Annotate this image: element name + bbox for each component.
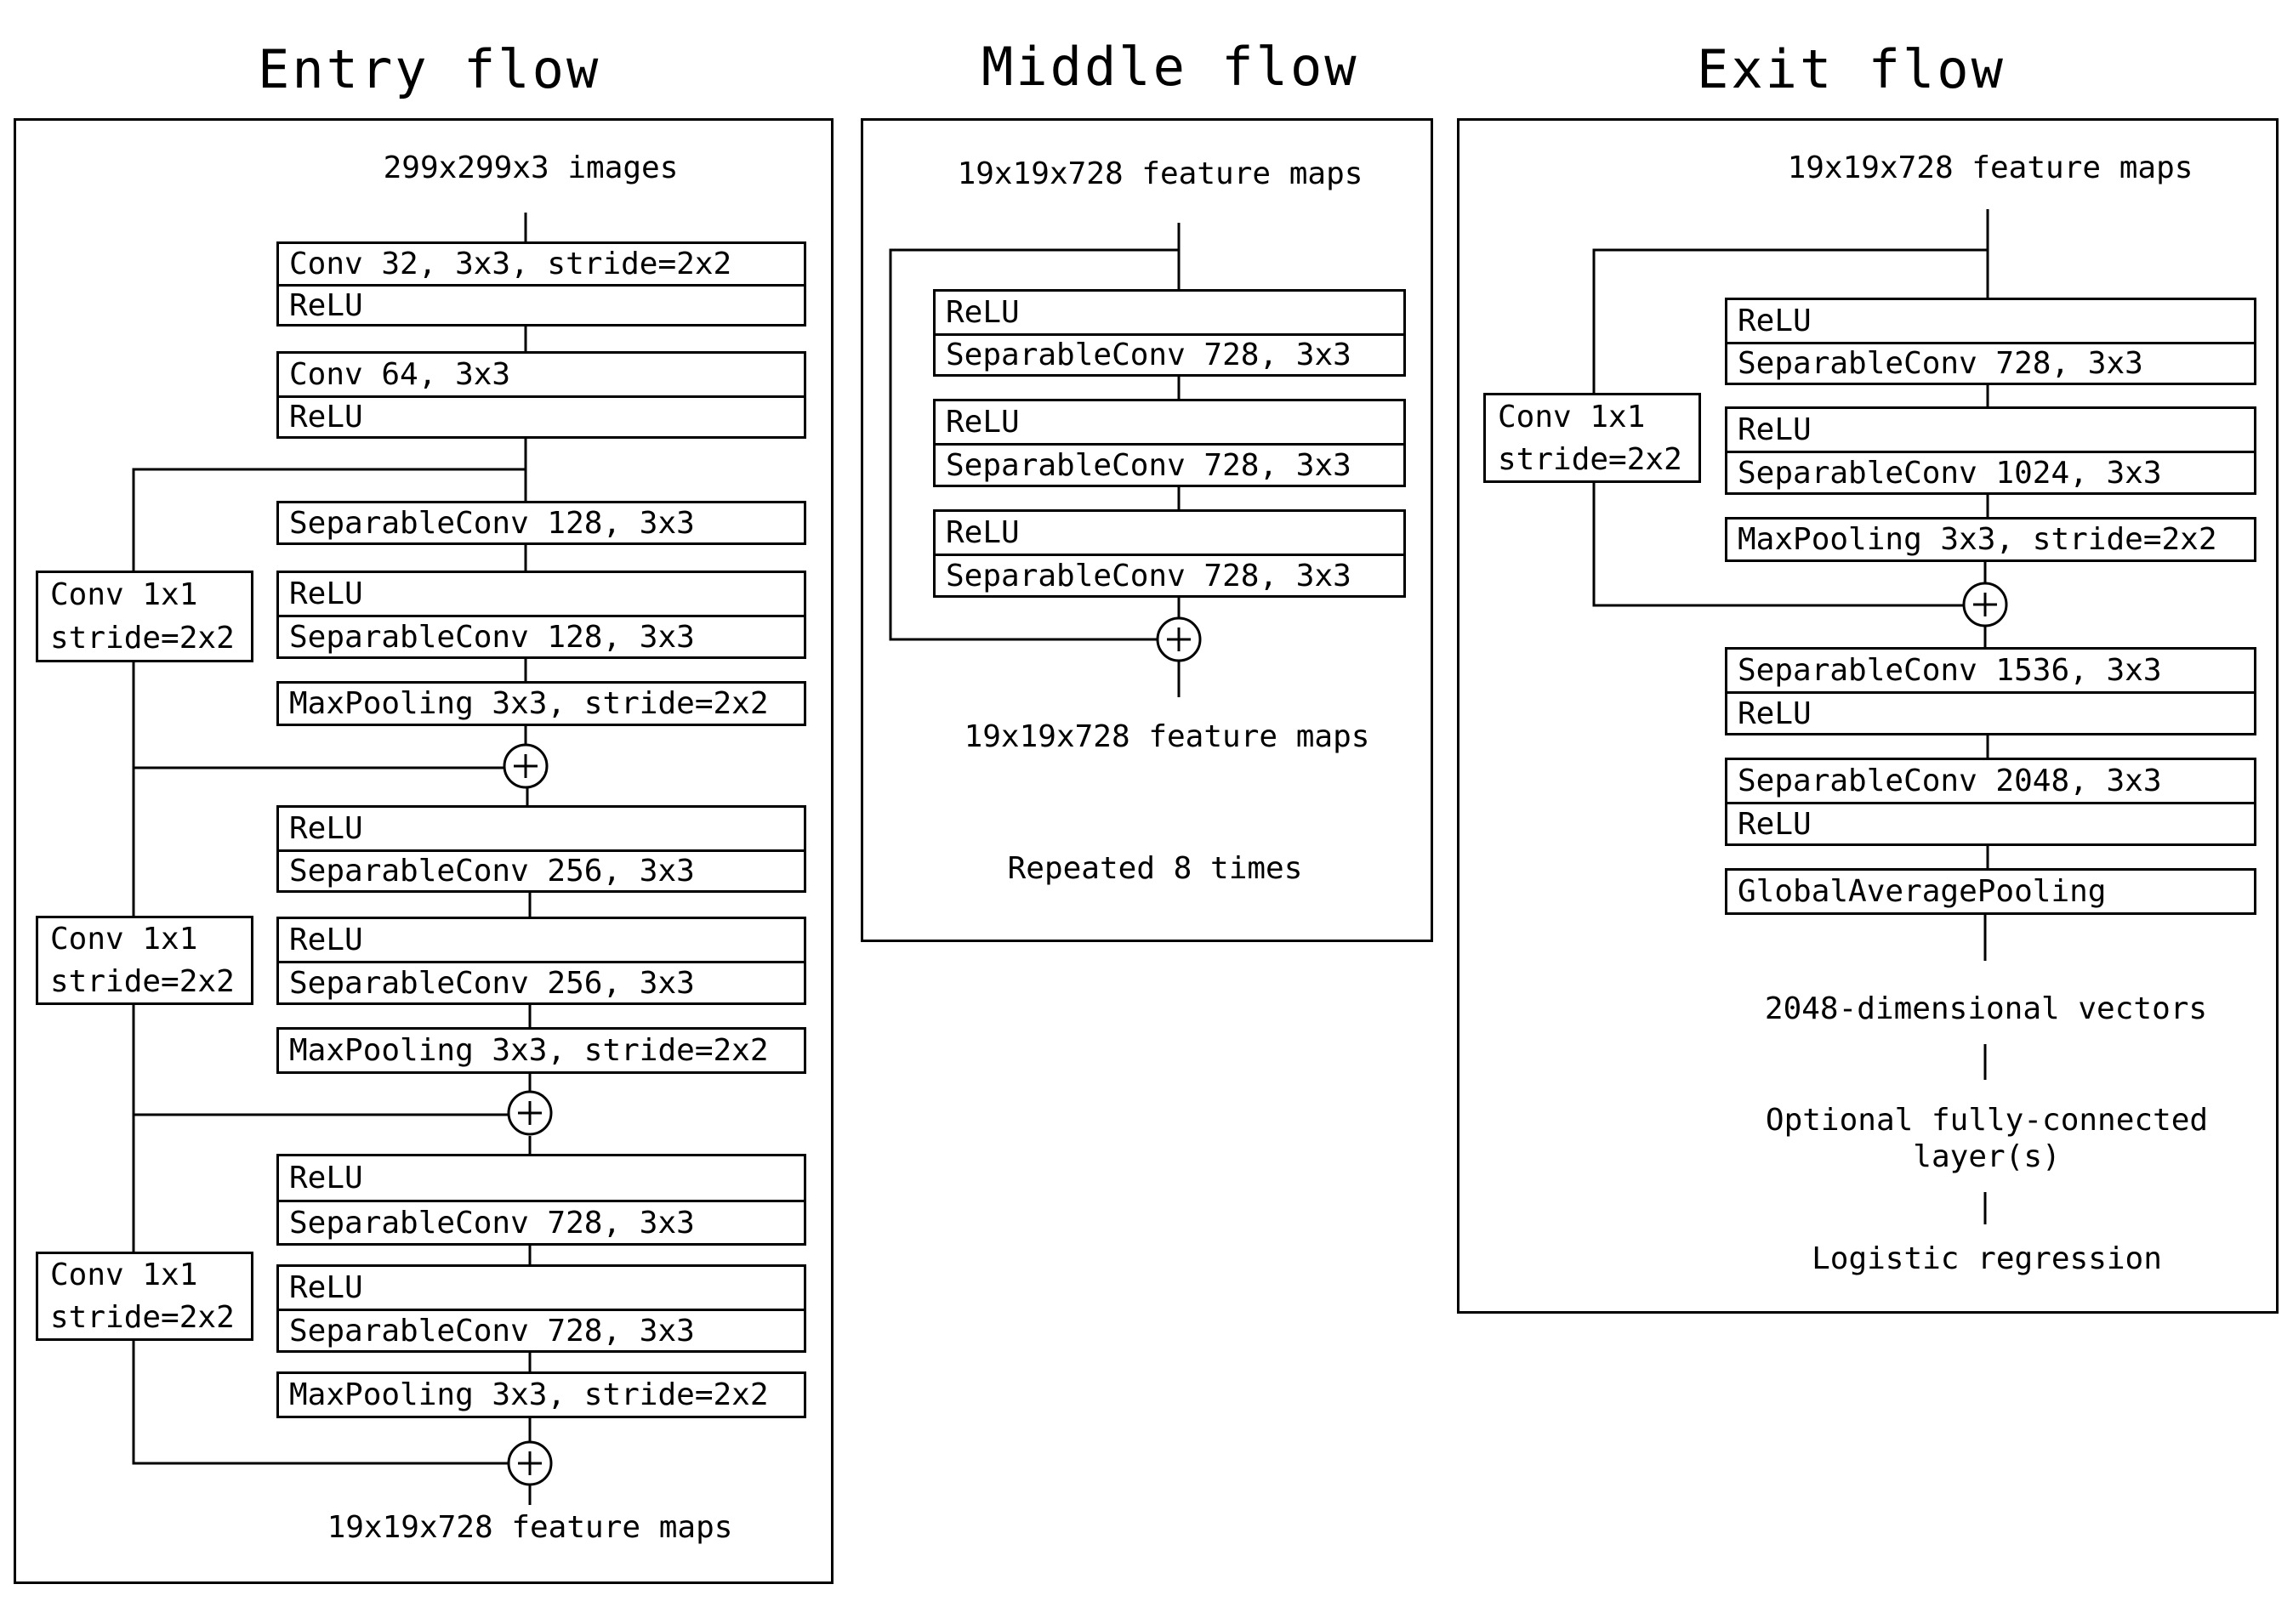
entry-relu-sepconv728-block-2: ReLU SeparableConv 728, 3x3	[276, 1264, 806, 1353]
block-label: Conv 64, 3x3	[289, 356, 511, 392]
block-label: MaxPooling 3x3, stride=2x2	[289, 1377, 769, 1412]
block-label: Conv 1x1	[50, 1258, 198, 1293]
exit-vectors-label: 2048-dimensional vectors	[1764, 991, 2208, 1026]
block-label: SeparableConv 728, 3x3	[279, 1200, 804, 1243]
block-label: Conv 1x1	[50, 577, 198, 612]
block-label: ReLU	[1727, 691, 2254, 733]
middle-input-label: 19x19x728 feature maps	[957, 156, 1363, 191]
block-label: Conv 32, 3x3, stride=2x2	[289, 247, 732, 281]
exit-relu-sepconv728-block: ReLU SeparableConv 728, 3x3	[1725, 298, 2256, 385]
entry-maxpool-block-1: MaxPooling 3x3, stride=2x2	[276, 681, 806, 726]
block-label: stride=2x2	[1498, 441, 1682, 477]
entry-maxpool-block-3: MaxPooling 3x3, stride=2x2	[276, 1371, 806, 1418]
exit-fc-label-line1: Optional fully-connected	[1765, 1103, 2209, 1138]
middle-relu-sepconv728-block-2: ReLU SeparableConv 728, 3x3	[933, 399, 1406, 487]
block-label: ReLU	[279, 395, 804, 437]
block-label: ReLU	[289, 1270, 363, 1305]
block-label: ReLU	[946, 405, 1020, 440]
block-label: ReLU	[289, 923, 363, 957]
exit-flow-title: Exit flow	[1697, 38, 2006, 100]
block-label: SeparableConv 128, 3x3	[289, 505, 695, 541]
block-label: ReLU	[289, 810, 363, 846]
entry-sepconv128-block: SeparableConv 128, 3x3	[276, 501, 806, 545]
block-label: ReLU	[279, 284, 804, 324]
exit-global-avg-pool-block: GlobalAveragePooling	[1725, 868, 2256, 915]
block-label: stride=2x2	[50, 963, 235, 999]
block-label: Conv 1x1	[50, 922, 198, 957]
exit-sepconv1536-relu-block: SeparableConv 1536, 3x3 ReLU	[1725, 647, 2256, 735]
block-label: GlobalAveragePooling	[1738, 874, 2107, 909]
entry-input-label: 299x299x3 images	[383, 150, 679, 185]
block-label: ReLU	[1738, 303, 1812, 338]
block-label: ReLU	[946, 515, 1020, 550]
entry-relu-sepconv728-block-1: ReLU SeparableConv 728, 3x3	[276, 1154, 806, 1246]
block-label: SeparableConv 728, 3x3	[936, 554, 1403, 595]
block-label: ReLU	[1738, 412, 1812, 447]
middle-relu-sepconv728-block-1: ReLU SeparableConv 728, 3x3	[933, 289, 1406, 377]
entry-relu-sepconv256-block-2: ReLU SeparableConv 256, 3x3	[276, 917, 806, 1005]
block-label: SeparableConv 256, 3x3	[279, 849, 804, 891]
block-label: SeparableConv 1536, 3x3	[1738, 653, 2162, 688]
block-label: SeparableConv 2048, 3x3	[1738, 764, 2162, 798]
block-label: ReLU	[289, 576, 363, 611]
block-label: SeparableConv 256, 3x3	[279, 961, 804, 1002]
block-label: SeparableConv 728, 3x3	[279, 1309, 804, 1350]
exit-shortcut-conv: Conv 1x1 stride=2x2	[1483, 393, 1701, 483]
block-label: MaxPooling 3x3, stride=2x2	[1738, 522, 2217, 557]
block-label: MaxPooling 3x3, stride=2x2	[289, 686, 769, 721]
entry-shortcut-conv-3: Conv 1x1 stride=2x2	[36, 1252, 253, 1341]
block-label: SeparableConv 728, 3x3	[936, 332, 1403, 375]
exit-final-label: Logistic regression	[1812, 1241, 2162, 1276]
middle-relu-sepconv728-block-3: ReLU SeparableConv 728, 3x3	[933, 509, 1406, 598]
entry-conv32-block: Conv 32, 3x3, stride=2x2 ReLU	[276, 241, 806, 327]
exit-input-label: 19x19x728 feature maps	[1787, 150, 2193, 185]
exit-sepconv2048-relu-block: SeparableConv 2048, 3x3 ReLU	[1725, 758, 2256, 846]
entry-output-label: 19x19x728 feature maps	[327, 1510, 733, 1545]
middle-repeat-note: Repeated 8 times	[1007, 851, 1303, 886]
block-label: MaxPooling 3x3, stride=2x2	[289, 1033, 769, 1068]
entry-shortcut-conv-1: Conv 1x1 stride=2x2	[36, 571, 253, 662]
exit-fc-label-line2: layer(s)	[1913, 1139, 2061, 1174]
block-label: Conv 1x1	[1498, 399, 1646, 434]
block-label: SeparableConv 1024, 3x3	[1727, 451, 2254, 492]
block-label: SeparableConv 128, 3x3	[279, 615, 804, 656]
entry-relu-sepconv256-block-1: ReLU SeparableConv 256, 3x3	[276, 805, 806, 893]
block-label: stride=2x2	[50, 1299, 235, 1335]
entry-flow-panel	[14, 118, 834, 1584]
exit-relu-sepconv1024-block: ReLU SeparableConv 1024, 3x3	[1725, 406, 2256, 495]
entry-shortcut-conv-2: Conv 1x1 stride=2x2	[36, 916, 253, 1005]
entry-maxpool-block-2: MaxPooling 3x3, stride=2x2	[276, 1027, 806, 1074]
block-label: stride=2x2	[50, 621, 235, 656]
middle-output-label: 19x19x728 feature maps	[964, 719, 1370, 754]
block-label: SeparableConv 728, 3x3	[936, 443, 1403, 485]
entry-relu-sepconv128-block: ReLU SeparableConv 128, 3x3	[276, 571, 806, 659]
entry-conv64-block: Conv 64, 3x3 ReLU	[276, 351, 806, 439]
exit-flow-panel	[1457, 118, 2279, 1314]
middle-flow-title: Middle flow	[981, 36, 1359, 98]
block-label: SeparableConv 728, 3x3	[1727, 341, 2254, 383]
block-label: ReLU	[1727, 802, 2254, 843]
middle-flow-panel	[861, 118, 1433, 942]
block-label: ReLU	[289, 1161, 363, 1195]
block-label: ReLU	[946, 294, 1020, 330]
entry-flow-title: Entry flow	[258, 38, 601, 100]
exit-maxpool-block: MaxPooling 3x3, stride=2x2	[1725, 517, 2256, 562]
